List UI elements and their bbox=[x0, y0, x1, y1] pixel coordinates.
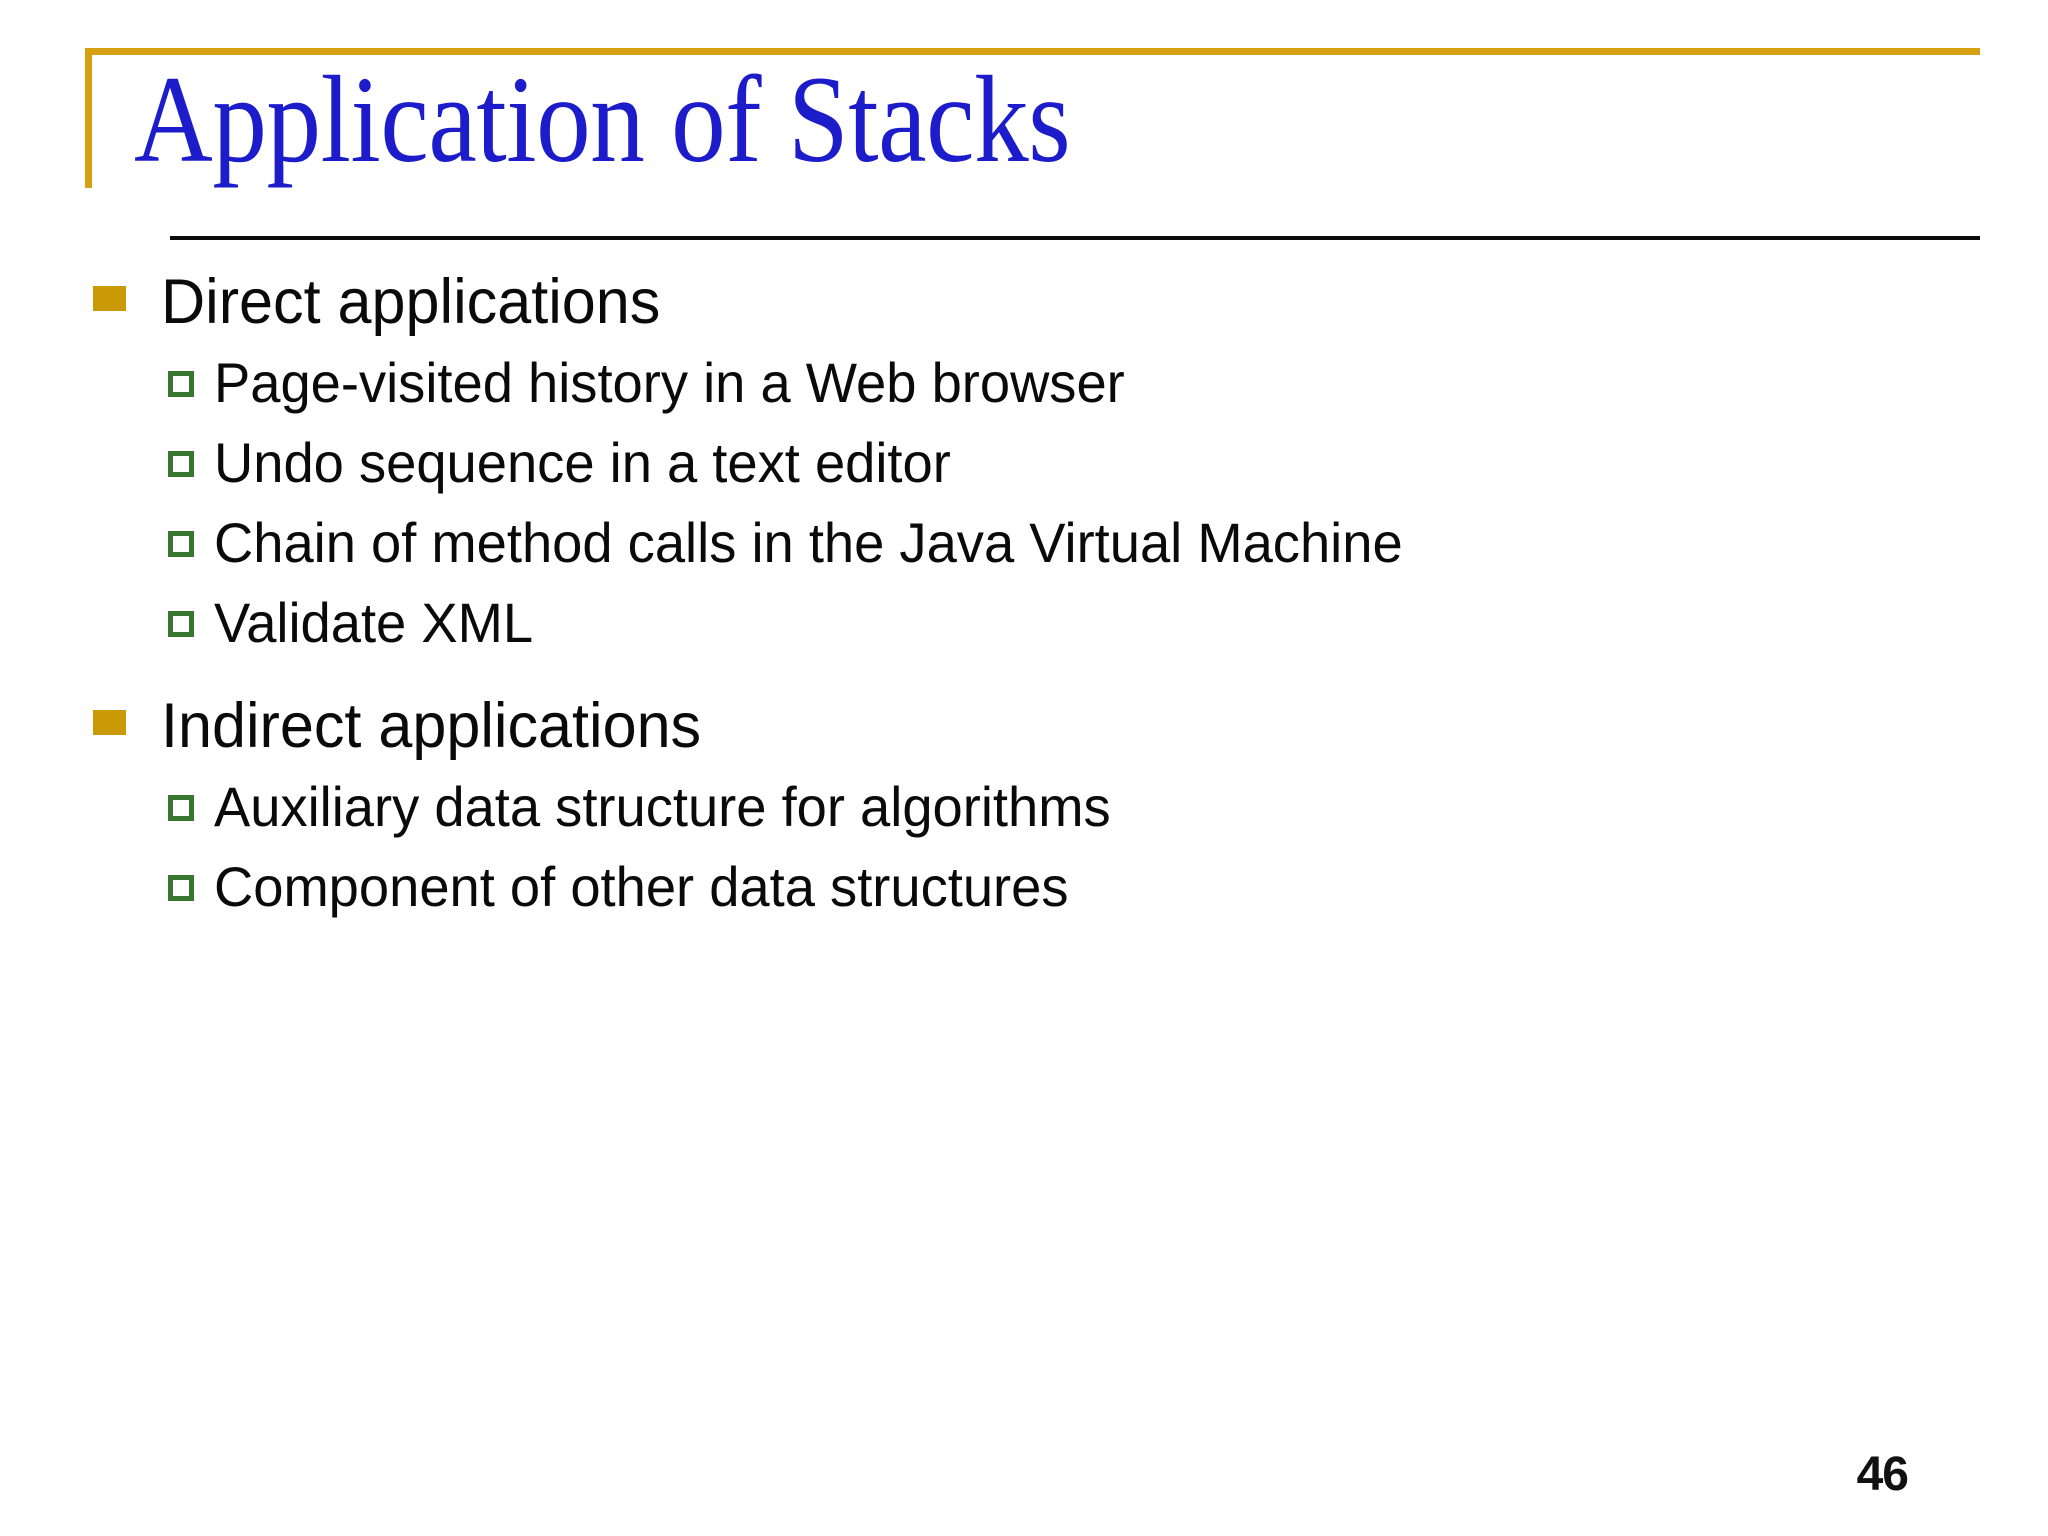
bullet-label: Page-visited history in a Web browser bbox=[214, 351, 1125, 414]
slide-title: Application of Stacks bbox=[134, 51, 1071, 188]
bullet-item-indirect-applications: Indirect applications bbox=[0, 686, 2048, 768]
bullet-item-page-visited-history: Page-visited history in a Web browser bbox=[0, 344, 2048, 424]
group-spacer bbox=[0, 664, 2048, 686]
gold-horizontal-rule bbox=[85, 48, 1980, 55]
green-hollow-square-bullet-icon bbox=[168, 795, 203, 830]
bullet-label: Chain of method calls in the Java Virtua… bbox=[214, 511, 1403, 574]
green-hollow-square-bullet-icon bbox=[168, 611, 203, 646]
bullet-item-auxiliary-data-structure: Auxiliary data structure for algorithms bbox=[0, 768, 2048, 848]
bullet-item-direct-applications: Direct applications bbox=[0, 262, 2048, 344]
bullet-label: Component of other data structures bbox=[214, 855, 1069, 918]
bullet-label: Validate XML bbox=[214, 591, 534, 654]
title-underline-rule bbox=[170, 236, 1980, 240]
bullet-list: Direct applications Page-visited history… bbox=[0, 262, 2048, 928]
bullet-item-component-of-other-data-structures: Component of other data structures bbox=[0, 848, 2048, 928]
bullet-item-undo-sequence: Undo sequence in a text editor bbox=[0, 424, 2048, 504]
green-hollow-square-bullet-icon bbox=[168, 451, 203, 486]
bullet-label: Direct applications bbox=[161, 267, 661, 337]
green-hollow-square-bullet-icon bbox=[168, 875, 203, 910]
gold-vertical-rule bbox=[85, 48, 92, 188]
bullet-item-validate-xml: Validate XML bbox=[0, 584, 2048, 664]
bullet-label: Auxiliary data structure for algorithms bbox=[214, 775, 1111, 838]
bullet-label: Indirect applications bbox=[161, 691, 702, 761]
gold-square-bullet-icon bbox=[93, 286, 126, 311]
page-number: 46 bbox=[1856, 1448, 1909, 1501]
green-hollow-square-bullet-icon bbox=[168, 531, 203, 566]
gold-square-bullet-icon bbox=[93, 710, 126, 735]
green-hollow-square-bullet-icon bbox=[168, 371, 203, 406]
bullet-label: Undo sequence in a text editor bbox=[214, 431, 951, 494]
bullet-item-chain-of-method-calls: Chain of method calls in the Java Virtua… bbox=[0, 504, 2048, 584]
